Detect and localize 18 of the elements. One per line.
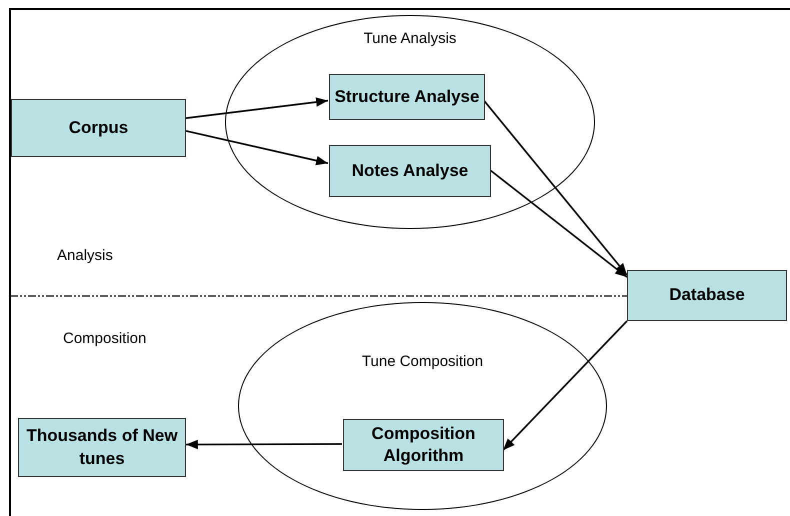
process-box: Thousands of New tunes — [18, 418, 186, 477]
ellipse-region — [225, 15, 595, 229]
arrow — [186, 440, 342, 450]
section-label: Analysis — [57, 246, 113, 266]
process-box: Database — [627, 270, 787, 321]
process-box: Notes Analyse — [329, 145, 491, 197]
section-label: Composition — [63, 329, 146, 349]
process-box: Structure Analyse — [329, 74, 485, 120]
group-title: Tune Analysis — [362, 29, 458, 49]
ellipse-region — [238, 302, 607, 510]
arrow — [186, 97, 328, 119]
arrow — [489, 169, 628, 278]
process-box: Corpus — [11, 99, 186, 157]
group-title: Tune Composition — [360, 352, 484, 372]
arrow — [502, 320, 628, 451]
process-box: Composition Algorithm — [343, 419, 504, 471]
arrow — [483, 100, 628, 276]
arrow — [186, 130, 328, 166]
